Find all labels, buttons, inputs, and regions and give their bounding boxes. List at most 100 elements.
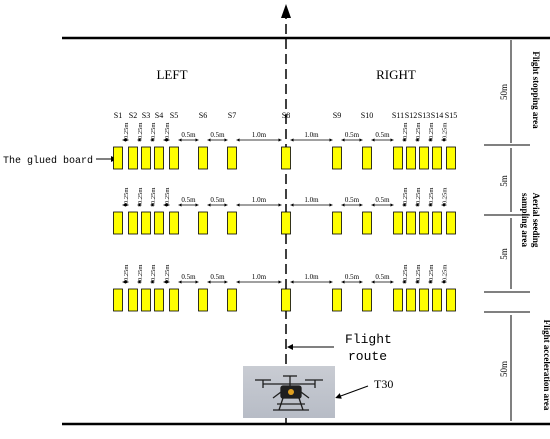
spacing-label: 0.5m: [375, 131, 390, 139]
sampler-label: S8: [282, 111, 290, 120]
drone-pointer: [335, 385, 369, 399]
spacing-arrow-right: [138, 280, 142, 284]
spacing-arrow-left: [178, 203, 182, 207]
spacing-arrow-right: [359, 280, 363, 284]
glued-board: [393, 146, 403, 170]
glued-board: [332, 288, 342, 312]
spacing-arrow-right: [429, 280, 433, 284]
spacing-arrow-left: [236, 280, 240, 284]
spacing-label: 0.5m: [181, 273, 196, 281]
flight-route-label-line1: Flight: [345, 332, 392, 347]
spacing-arrow-right: [359, 138, 363, 142]
spacing-arrow-left: [371, 280, 375, 284]
spacing-label: 0.5m: [210, 196, 225, 204]
spacing-arrow-left: [163, 203, 167, 207]
zone-annotations: 50m 5m 5m 50m Flight stopping area Aeria…: [484, 40, 550, 421]
spacing-arrow-right: [138, 138, 142, 142]
stopping-area-name: Flight stopping area: [531, 51, 541, 129]
spacing-label: 0.25m: [123, 265, 130, 281]
spacing-label: 0.25m: [428, 188, 435, 204]
glued-board: [446, 211, 456, 235]
spacing-arrow-right: [166, 280, 170, 284]
glued-board: [113, 211, 123, 235]
spacing-arrow-left: [341, 280, 345, 284]
glued-board: [227, 146, 237, 170]
spacing-arrow-left: [371, 138, 375, 142]
spacing-arrow-right: [125, 280, 129, 284]
drone-photo: [243, 366, 335, 418]
glued-board: [141, 146, 151, 170]
spacing-label: 1.0m: [252, 131, 267, 139]
sampler-label: S6: [199, 111, 207, 120]
spacing-arrow-left: [341, 203, 345, 207]
glued-board: [128, 288, 138, 312]
spacing-arrow-right: [125, 203, 129, 207]
sampler-label: S7: [228, 111, 236, 120]
spacing-label: 0.25m: [137, 188, 144, 204]
spacing-arrow-right: [278, 203, 282, 207]
spacing-arrow-left: [290, 280, 294, 284]
spacing-arrow-right: [416, 138, 420, 142]
spacing-arrow-right: [125, 138, 129, 142]
spacing-label: 0.25m: [442, 123, 449, 139]
spacing-arrow-left: [207, 203, 211, 207]
glued-board: [419, 288, 429, 312]
glued-board: [393, 288, 403, 312]
spacing-arrow-right: [403, 280, 407, 284]
spacing-label: 0.25m: [137, 123, 144, 139]
spacing-arrow-right: [278, 138, 282, 142]
glued-board-label: The glued board: [3, 155, 93, 167]
glued-board: [446, 288, 456, 312]
drone-label: T30: [374, 377, 393, 391]
spacing-arrow-left: [122, 138, 126, 142]
glued-board: [154, 288, 164, 312]
spacing-label: 0.25m: [442, 265, 449, 281]
spacing-label: 0.25m: [402, 123, 409, 139]
sampler-label: S13: [418, 111, 430, 120]
spacing-arrow-right: [390, 138, 394, 142]
spacing-arrow-left: [178, 138, 182, 142]
glued-board: [198, 288, 208, 312]
spacing-label: 0.25m: [150, 188, 157, 204]
drone-image: [243, 366, 335, 418]
glued-board: [227, 211, 237, 235]
sampling-area-size-bottom: 5m: [499, 248, 509, 260]
spacing-arrow-right: [403, 203, 407, 207]
spacing-arrow-left: [163, 280, 167, 284]
sampler-label: S9: [333, 111, 341, 120]
spacing-arrow-left: [122, 203, 126, 207]
spacing-label: 0.25m: [428, 265, 435, 281]
glued-board: [432, 146, 442, 170]
flight-direction-arrow: [281, 4, 291, 18]
spacing-arrow-right: [151, 280, 155, 284]
spacing-arrow-left: [290, 203, 294, 207]
glued-board: [128, 146, 138, 170]
spacing-arrow-right: [443, 280, 447, 284]
spacing-arrow-left: [236, 138, 240, 142]
spacing-label: 1.0m: [304, 196, 319, 204]
spacing-arrow-left: [178, 280, 182, 284]
left-side-label: LEFT: [156, 67, 187, 82]
right-side-label: RIGHT: [376, 67, 416, 82]
glued-board: [332, 146, 342, 170]
glued-board: [362, 288, 372, 312]
spacing-arrow-right: [151, 138, 155, 142]
spacing-arrow-right: [443, 203, 447, 207]
glued-board: [432, 211, 442, 235]
spacing-arrow-right: [443, 138, 447, 142]
spacing-label: 0.5m: [210, 273, 225, 281]
spacing-label: 0.25m: [415, 123, 422, 139]
glued-board: [362, 211, 372, 235]
glued-board: [281, 288, 291, 312]
spacing-arrow-right: [195, 138, 199, 142]
glued-board: [154, 146, 164, 170]
spacing-label: 0.25m: [402, 265, 409, 281]
spacing-label: 0.5m: [181, 196, 196, 204]
spacing-label: 0.25m: [150, 265, 157, 281]
sampler-label: S11: [392, 111, 404, 120]
glued-board: [128, 211, 138, 235]
spacing-arrow-right: [416, 203, 420, 207]
